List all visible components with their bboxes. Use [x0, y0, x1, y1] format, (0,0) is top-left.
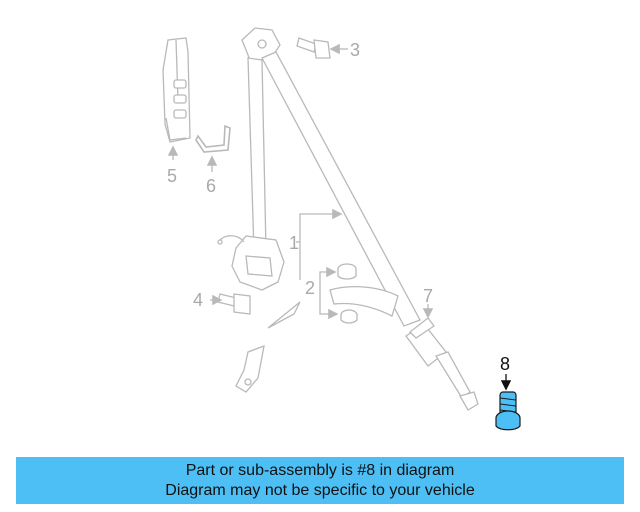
- buckle-assembly: [405, 317, 479, 411]
- callout-1: 1: [289, 233, 299, 253]
- leader-lines: [167, 43, 434, 320]
- highlighted-bolt-part-8[interactable]: [495, 391, 521, 431]
- guide-parts: [267, 263, 399, 329]
- callout-2: 2: [305, 278, 315, 298]
- wire-clip: [195, 124, 231, 153]
- callout-7: 7: [423, 286, 433, 306]
- callout-6: 6: [206, 176, 216, 196]
- callout-5: 5: [167, 166, 177, 186]
- bolt-left: [217, 293, 251, 315]
- bolt-top: [296, 37, 331, 59]
- callout-4: 4: [193, 290, 203, 310]
- banner-line-part-number: Part or sub-assembly is #8 in diagram: [185, 461, 455, 479]
- banner-line-disclaimer: Diagram may not be specific to your vehi…: [165, 481, 475, 499]
- lower-anchor-plate: [235, 344, 265, 393]
- info-banner: Part or sub-assembly is #8 in diagram Di…: [16, 457, 624, 504]
- parts-diagram: 1 2 3 4 5 6 7 8: [162, 27, 521, 431]
- seat-belt-assembly: [217, 27, 421, 327]
- height-adjuster-bracket: [162, 37, 191, 143]
- callout-8[interactable]: 8: [500, 354, 510, 374]
- callout-3: 3: [350, 40, 360, 60]
